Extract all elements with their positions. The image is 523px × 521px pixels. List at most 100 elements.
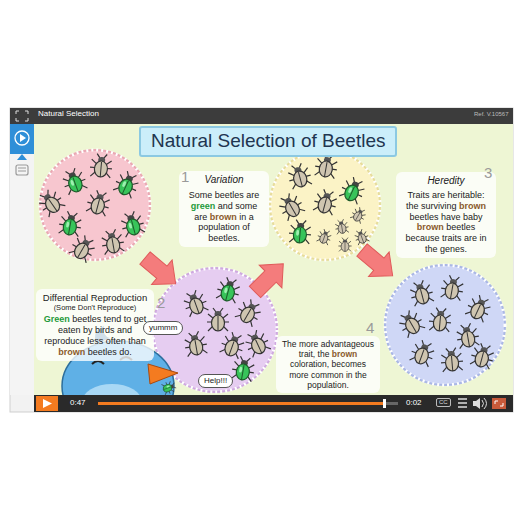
text-run: some [235, 201, 257, 211]
fullscreen-icon [495, 401, 503, 406]
beetles-heredity [275, 152, 370, 251]
beetles-result-part [440, 274, 466, 300]
progress-knob [383, 399, 386, 408]
beetles-selection-part [234, 296, 265, 327]
beetles-variation-part [35, 186, 66, 217]
beetles-result-part [395, 307, 426, 338]
text-run: less [87, 336, 103, 346]
text-run: have [441, 212, 461, 222]
step-box: Differential Reproduction(Some Don't Rep… [36, 289, 154, 361]
callout-number: 4 [366, 320, 374, 337]
text-run: brown [210, 212, 237, 222]
text-run: to [124, 314, 132, 324]
play-circle-icon [15, 131, 29, 145]
text-run: the [355, 370, 367, 380]
step-heading: Variation [183, 174, 265, 186]
beetles-selection [181, 276, 272, 382]
beetles-result-part [408, 279, 435, 307]
fullscreen-button [492, 398, 506, 409]
beetles-variation-part [68, 232, 99, 263]
text-run: brown [459, 201, 486, 211]
beetles-heredity-part [316, 228, 333, 245]
text-run: a [249, 212, 254, 222]
text-run: The [282, 339, 297, 349]
beetle-population-circles-part [270, 150, 380, 260]
step-box: VariationSome beetles are green and some… [179, 171, 269, 247]
beetles-heredity-part [338, 238, 351, 252]
step-box: The more advantageous trait, the brown c… [276, 336, 380, 393]
volume-icon-part [473, 398, 480, 409]
text-run: in [480, 233, 487, 243]
beetle-population-circles [40, 150, 505, 392]
list-icon [458, 399, 467, 407]
beetles-heredity-part [286, 162, 313, 190]
step-arrows-part [244, 252, 295, 303]
text-run: are [432, 190, 445, 200]
beetles-result-part [455, 322, 481, 348]
content-ground [34, 124, 513, 395]
bird-part [92, 361, 104, 364]
player-title: Natural Selection [38, 110, 99, 119]
callout-number: 3 [484, 165, 492, 182]
tab-pointer [17, 154, 27, 160]
beetles-result-part [464, 293, 494, 323]
text-run: tend [104, 314, 122, 324]
text-run: are [246, 190, 259, 200]
step-arrows [135, 238, 403, 304]
play-icon [43, 399, 52, 408]
text-run: green [191, 201, 216, 211]
beetles-result-part [469, 342, 496, 370]
beetle-population-circles-part [385, 265, 505, 385]
bird-part [161, 380, 177, 395]
callout-number: 2 [157, 295, 165, 312]
step-heading: Differential Reproduction [40, 292, 150, 303]
text-run: advantageous [321, 339, 374, 349]
callout-number: 1 [181, 169, 189, 186]
text-run: often [106, 336, 126, 346]
beetles-selection-part [207, 308, 229, 331]
beetles-selection-part [231, 355, 257, 381]
title-text: Natural Selection of Beetles [151, 130, 385, 153]
beetles-heredity-part [288, 219, 312, 244]
text-run: brown [58, 347, 85, 357]
reference-code: Ref. V.10567 [474, 111, 508, 118]
beetles-variation-part [100, 228, 126, 254]
step-text: (Some Don't Reproduce) [40, 303, 150, 312]
text-run: beetles [446, 222, 475, 232]
beetles-variation-part [112, 169, 142, 199]
beetles-selection-part [219, 330, 248, 359]
bird-part [148, 364, 178, 384]
text-run: are [194, 212, 207, 222]
beetles-variation-part [60, 166, 89, 195]
step-heading: Heredity [400, 175, 492, 187]
play-circle-icon-part [15, 131, 29, 145]
beetles-result [395, 274, 496, 372]
beetles-selection-part [242, 328, 272, 358]
step-text: The more advantageous trait, the brown c… [280, 339, 376, 390]
text-run: brown [417, 222, 444, 232]
text-run: Some [189, 190, 213, 200]
step-text: Green beetles tend to get eaten by birds… [40, 314, 150, 357]
progress-fill [98, 402, 384, 405]
beetles-heredity-part [334, 219, 349, 235]
text-run: because [405, 233, 439, 243]
beetles-variation-part [58, 210, 84, 236]
beetles-variation-part [89, 153, 113, 178]
speech-bubble: Help!!! [198, 374, 233, 388]
text-run: birds [95, 325, 115, 335]
sidebar [10, 124, 34, 395]
step-text: Help!!! [204, 376, 227, 386]
bird-part [82, 384, 142, 395]
play-button [36, 396, 58, 411]
text-run: beetles [409, 212, 438, 222]
volume-icon-part [482, 398, 487, 409]
beetles-variation-part [119, 210, 146, 238]
beetles-heredity-part [350, 205, 368, 224]
play-circle-icon-part [20, 134, 26, 142]
text-run: are [464, 233, 477, 243]
beetles-result-part [428, 307, 452, 332]
text-run: more [299, 339, 318, 349]
text-run: beetles. [208, 233, 240, 243]
